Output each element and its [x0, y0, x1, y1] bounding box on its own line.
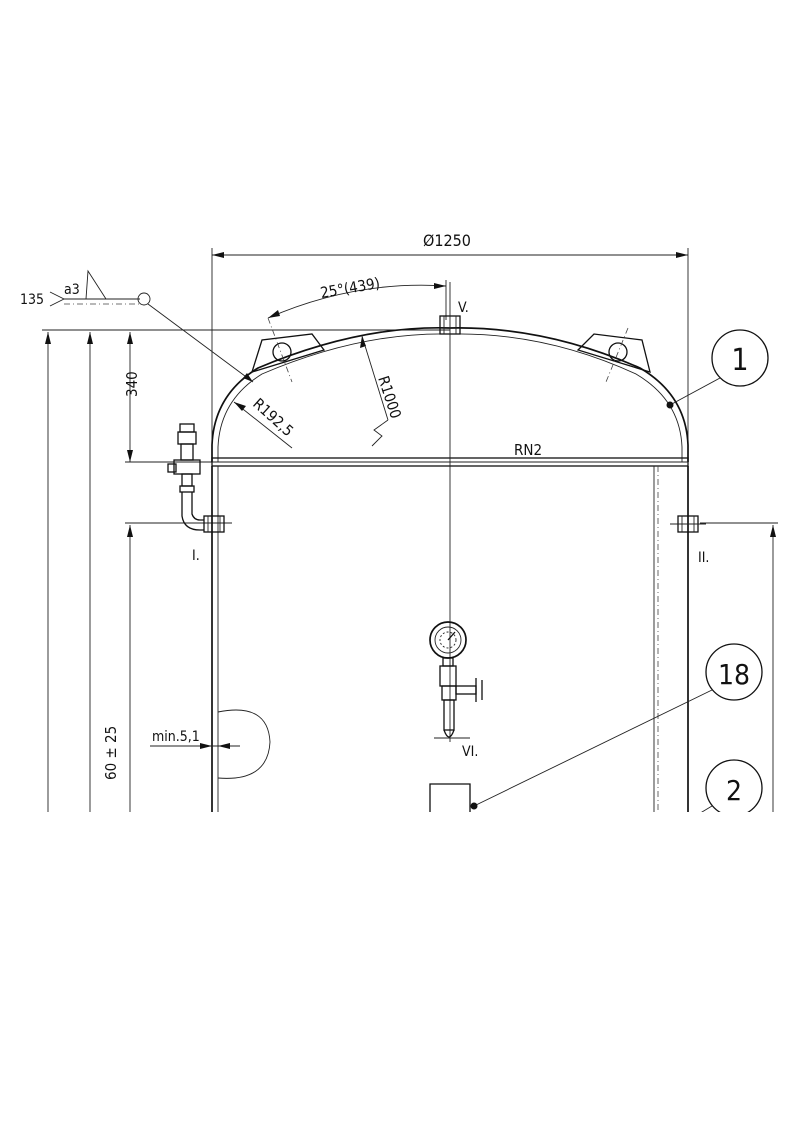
min-thickness-label: min.5,1 [152, 729, 200, 745]
seam-label: RN2 [514, 441, 542, 459]
page-blank-area [0, 812, 794, 1123]
weld-symbol: 135 a3 [20, 269, 254, 383]
overall-height-label: 60 ± 25 [102, 726, 120, 780]
lifting-lug-right [576, 327, 651, 383]
port-vi-label: VI. [462, 744, 478, 760]
right-height-dimension [700, 522, 778, 812]
safety-valve: I. [167, 423, 225, 564]
angle-label: 25°(439) [319, 274, 381, 302]
balloon-1-label: 1 [731, 343, 748, 378]
height-dimensions: 340 60 ± 25 [42, 329, 450, 812]
balloon-1: 1 [666, 329, 769, 409]
port-i-label: I. [192, 548, 200, 564]
weld-length: 135 [20, 292, 44, 308]
port-ii-label: II. [698, 550, 709, 566]
tank-shell [211, 466, 689, 812]
balloon-2-label: 2 [726, 774, 742, 807]
manhole-contour: min.5,1 [150, 709, 271, 779]
balloon-2: 2 [691, 759, 763, 819]
balloon-18-label: 18 [718, 658, 750, 691]
radius-crown-label: R1000 [374, 374, 405, 421]
angle-dimension: 25°(439) [267, 274, 447, 320]
nozzle-ii: II. [670, 515, 709, 566]
balloon-18: 18 [470, 643, 763, 810]
weld-size: a3 [64, 282, 80, 298]
height-340-label: 340 [123, 371, 141, 397]
diameter-label: Ø1250 [423, 231, 471, 250]
port-v-label: V. [458, 300, 469, 316]
lifting-lug-left [251, 317, 326, 383]
pressure-gauge: VI. [429, 621, 483, 760]
lower-nozzle [429, 783, 471, 812]
diameter-dimension: Ø1250 [211, 231, 689, 450]
nozzle-v: V. [439, 300, 469, 335]
